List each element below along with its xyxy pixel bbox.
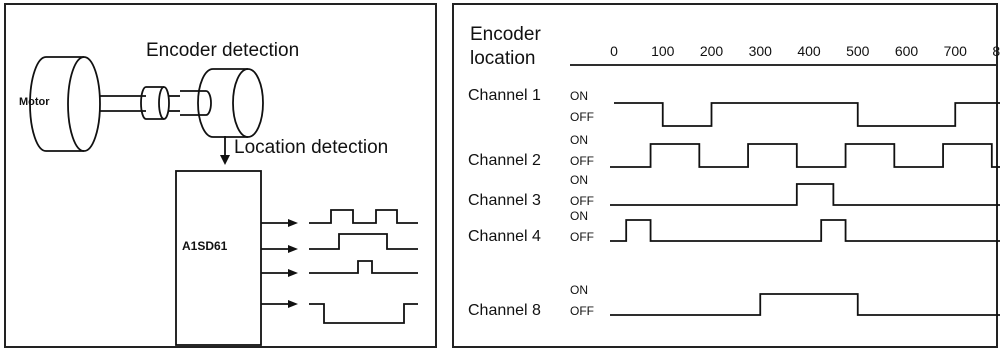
channel-name: Channel 2 [468,152,541,169]
location-tick-label: 0 [610,43,618,59]
location-tick-label: 300 [749,43,773,59]
on-label: ON [570,209,588,223]
channel-waveform [610,293,1000,316]
on-label: ON [570,173,588,187]
channel-waveform [614,102,1000,127]
motor-icon [29,56,101,152]
encoder-detection-diagram: Encoder detection Motor [19,40,418,346]
on-label: ON [570,283,588,297]
shaft-icon [99,95,146,112]
location-detection-label: Location detection [234,137,388,158]
timing-chart: Encoder location 0 100 200 300 400 500 600 700 8… [468,24,1000,319]
channel-waveform [610,219,1000,242]
encoder-header-line2: location [470,48,536,69]
coupling-icon [140,86,212,120]
channel-name: Channel 3 [468,192,541,209]
channel-waveform [610,143,1000,168]
off-label: OFF [570,304,594,318]
on-label: ON [570,89,588,103]
location-tick-label: 400 [797,43,821,59]
off-label: OFF [570,154,594,168]
location-tick-label: 700 [944,43,968,59]
off-label: OFF [570,230,594,244]
location-tick-label: 600 [895,43,919,59]
a1sd61-module-box [175,170,262,346]
output-arrows [261,219,298,308]
off-label: OFF [570,110,594,124]
location-tick-label: 800 [992,43,1000,59]
off-label: OFF [570,194,594,208]
channel-name: Channel 1 [468,87,541,104]
a1sd61-label: A1SD61 [182,239,228,253]
channel-name: Channel 4 [468,228,541,245]
motor-label: Motor [19,96,50,108]
location-tick-label: 100 [651,43,675,59]
on-label: ON [570,133,588,147]
encoder-detection-title: Encoder detection [146,40,299,61]
location-detection-arrow [220,136,230,165]
channel-waveform [610,183,1000,206]
output-waveforms [309,209,418,324]
channel-name: Channel 8 [468,302,541,319]
location-tick-label: 200 [700,43,724,59]
timing-chart-panel: Encoder location 0 100 200 300 400 500 600 700 8… [452,3,1000,348]
encoder-icon [197,68,264,138]
location-tick-label: 500 [846,43,870,59]
location-tick-labels: 0 100 200 300 400 500 600 700 800 [610,43,1000,59]
encoder-detection-panel: Encoder detection Motor [4,3,437,348]
encoder-header-line1: Encoder [470,24,541,45]
